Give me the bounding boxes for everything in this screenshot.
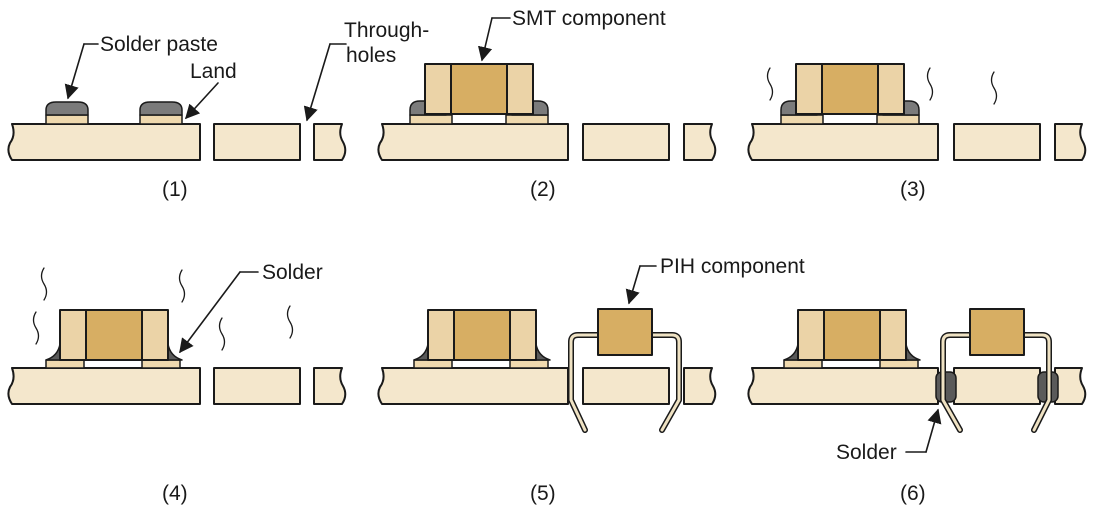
land-pad-right <box>505 114 549 125</box>
step-label-5: (5) <box>530 482 556 505</box>
board-middle <box>213 367 301 405</box>
board-left <box>747 123 939 161</box>
pih-body <box>969 308 1025 356</box>
panel-6: Solder (6) <box>747 308 1087 505</box>
smt-end-cap-left <box>59 309 87 361</box>
label-through-holes-2: holes <box>346 44 396 67</box>
panel-2: SMT component (2) <box>377 7 717 201</box>
land-pad-right <box>141 359 181 369</box>
solder-paste-right <box>139 101 183 116</box>
board-left <box>7 367 201 405</box>
pih-lead-left-inner <box>941 333 972 432</box>
heat-wave <box>766 67 774 101</box>
solder-fillet-left <box>45 343 61 361</box>
heat-wave <box>218 317 226 351</box>
arrow-smt-component <box>477 17 493 62</box>
smt-body <box>823 309 881 361</box>
land-pad-left <box>45 114 89 125</box>
smt-end-cap-left <box>797 309 825 361</box>
board-right-stub <box>313 123 347 161</box>
land-pad-left <box>45 359 85 369</box>
land-pad-right <box>879 359 919 369</box>
board-left <box>377 367 569 405</box>
pih-lead-right-inner <box>1022 333 1051 432</box>
arrow-solder-6 <box>925 408 942 453</box>
smt-end-cap-left <box>424 63 452 115</box>
board-middle <box>213 123 301 161</box>
board-left <box>7 123 201 161</box>
label-smt-component: SMT component <box>512 7 666 30</box>
panel-3: (3) <box>747 63 1087 201</box>
arrow-pih-component <box>625 265 641 305</box>
label-pih-component: PIH component <box>660 255 805 278</box>
arrow-land <box>185 82 219 120</box>
board-right-stub <box>1054 123 1087 161</box>
step-label-6: (6) <box>900 482 926 505</box>
panel-5: PIH component (5) <box>377 255 805 505</box>
solder-fillet-left <box>413 343 429 361</box>
board-right-stub <box>1054 367 1087 405</box>
label-solder: Solder <box>262 261 323 284</box>
label-solder-paste: Solder paste <box>100 33 218 56</box>
smt-end-cap-right <box>877 63 905 115</box>
smt-end-cap-right <box>141 309 169 361</box>
arrow-through-holes-shaft <box>303 43 331 122</box>
arrow-solder <box>179 271 241 354</box>
panel-4: Solder (4) <box>7 261 347 505</box>
label-solder-6: Solder <box>836 441 897 464</box>
pih-body <box>597 308 653 356</box>
label-through-holes-1: Through- <box>344 19 429 42</box>
heat-wave <box>178 269 186 303</box>
land-pad-left <box>413 359 453 369</box>
label-land: Land <box>190 60 237 83</box>
arrow-solder-paste <box>64 43 85 100</box>
smt-end-cap-right <box>509 309 537 361</box>
board-middle <box>953 123 1041 161</box>
panel-1: Solder paste Land Through- holes (1) <box>7 19 429 201</box>
land-pad-left <box>780 114 824 125</box>
heat-wave <box>990 71 998 105</box>
board-middle <box>582 367 670 405</box>
heat-wave <box>32 311 40 345</box>
land-pad-right <box>509 359 549 369</box>
smt-body <box>821 63 879 115</box>
board-middle <box>953 367 1041 405</box>
smt-end-cap-left <box>795 63 823 115</box>
pih-lead-right-inner <box>650 333 681 432</box>
board-right-stub <box>683 367 717 405</box>
solder-fillet-left <box>783 343 799 361</box>
heat-wave <box>926 67 934 101</box>
board-middle <box>582 123 670 161</box>
step-label-2: (2) <box>530 178 556 201</box>
smt-end-cap-left <box>427 309 455 361</box>
step-label-1: (1) <box>162 178 188 201</box>
land-pad-right <box>139 114 183 125</box>
smt-body <box>450 63 508 115</box>
board-left <box>747 367 939 405</box>
step-label-3: (3) <box>900 178 926 201</box>
step-label-4: (4) <box>162 482 188 505</box>
board-right-stub <box>313 367 347 405</box>
smt-end-cap-right <box>506 63 534 115</box>
smt-body <box>453 309 511 361</box>
land-pad-left <box>409 114 453 125</box>
board-right-stub <box>683 123 717 161</box>
smt-end-cap-right <box>879 309 907 361</box>
heat-wave <box>40 267 48 301</box>
land-pad-right <box>876 114 920 125</box>
pih-lead-left-inner <box>569 333 600 432</box>
solder-fillet-right <box>905 343 921 361</box>
land-pad-left <box>783 359 823 369</box>
board-left <box>377 123 569 161</box>
heat-wave <box>286 305 294 339</box>
solder-fillet-right <box>535 343 551 361</box>
solder-paste-left <box>45 101 89 116</box>
smt-body <box>85 309 143 361</box>
